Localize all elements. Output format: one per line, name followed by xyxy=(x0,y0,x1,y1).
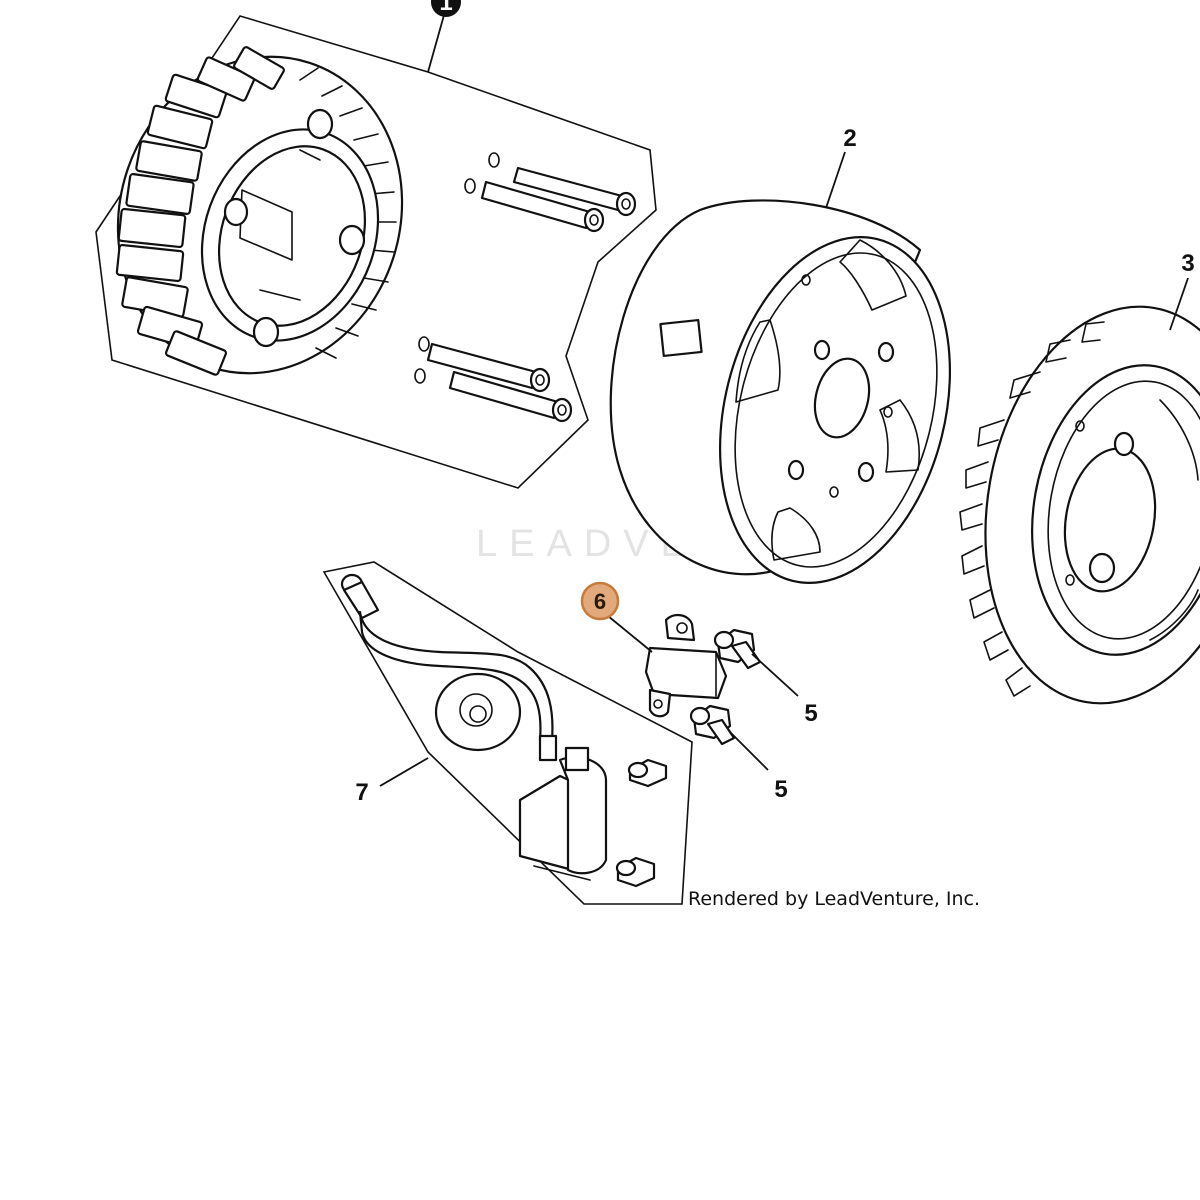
ignition-coil xyxy=(340,573,608,881)
callout-bolt-lower[interactable]: 5 xyxy=(774,776,787,803)
stator-teeth xyxy=(115,46,285,376)
stator-group-outline xyxy=(95,15,657,489)
callout-marker-1 xyxy=(431,0,461,17)
callout-regulator[interactable]: 6 xyxy=(580,581,620,621)
callout-stator[interactable]: 1 xyxy=(431,0,461,17)
regulator xyxy=(644,614,728,718)
bolt-lower-pair xyxy=(414,336,573,423)
stator-fins-right xyxy=(299,67,397,359)
bolt-lower xyxy=(689,704,736,746)
callout-fan[interactable]: 3 xyxy=(1181,250,1194,277)
fan-blades xyxy=(959,321,1105,697)
callout-label-6: 6 xyxy=(594,589,606,614)
fan xyxy=(959,305,1200,705)
ignition-coil-bolts xyxy=(615,758,668,888)
flywheel-holes xyxy=(787,274,895,498)
flywheel xyxy=(609,199,952,584)
callout-flywheel[interactable]: 2 xyxy=(843,125,856,152)
render-credit: Rendered by LeadVenture, Inc. xyxy=(688,888,980,910)
leader-lines xyxy=(379,7,1189,787)
stator-bolts xyxy=(414,152,637,423)
callout-ignition-coil[interactable]: 7 xyxy=(355,779,368,806)
bolt-upper xyxy=(713,628,762,670)
callout-highlight-marker xyxy=(580,581,620,621)
callout-bolt-upper[interactable]: 5 xyxy=(804,700,817,727)
bolt-upper-pair xyxy=(464,152,637,233)
fan-holes xyxy=(1065,420,1135,586)
stator xyxy=(115,46,404,376)
callout-label-1: 1 xyxy=(439,0,452,16)
ignition-coil-group-outline xyxy=(322,561,693,905)
flywheel-key xyxy=(659,319,703,357)
stator-mounting-holes xyxy=(223,108,366,348)
